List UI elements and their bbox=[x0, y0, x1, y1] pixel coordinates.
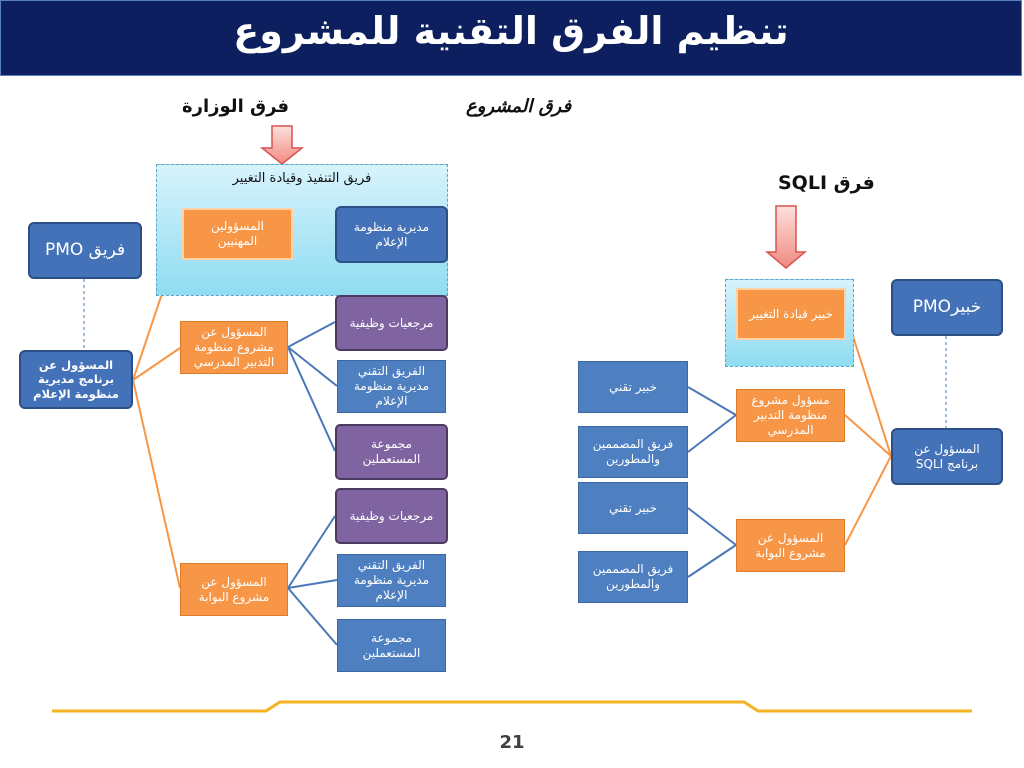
functional-references-2: مرجعيات وظيفية bbox=[335, 488, 448, 544]
tech-team-1: الفريق التقني مديرية منظومة الإعلام bbox=[337, 360, 446, 413]
sqli-project-lead-2: المسؤول عن مشروع البوابة bbox=[736, 519, 845, 572]
change-management-expert: خبير قيادة التغيير bbox=[736, 288, 846, 340]
panel-title: فريق التنفيذ وقيادة التغيير bbox=[232, 171, 372, 186]
sqli-project-lead-1: مسؤول مشروع منظومة التدبير المدرسي bbox=[736, 389, 845, 442]
ministry-program-lead: المسؤول عن برنامج مديرية منظومة الإعلام bbox=[19, 350, 133, 409]
sqli-dev-team-1: فريق المصممين والمطورين bbox=[578, 426, 688, 478]
ministry-project-lead-2: المسؤول عن مشروع البوابة bbox=[180, 563, 288, 616]
heading-project-teams: فرق المشروع bbox=[466, 96, 572, 117]
sqli-pmo-expert: خبيرPMO bbox=[891, 279, 1003, 336]
sqli-tech-expert-2: خبير تقني bbox=[578, 482, 688, 534]
heading-sqli-teams: فرق SQLI bbox=[778, 172, 875, 194]
ministry-pmo-team: فريق PMO bbox=[28, 222, 142, 279]
title-bar: تنظيم الفرق التقنية للمشروع bbox=[0, 0, 1022, 76]
functional-references-1: مرجعيات وظيفية bbox=[335, 295, 448, 351]
directorate-box: مديرية منظومة الإعلام bbox=[335, 206, 448, 263]
page-title: تنظيم الفرق التقنية للمشروع bbox=[233, 9, 789, 53]
down-arrow-sqli bbox=[764, 205, 808, 269]
tech-team-2: الفريق التقني مديرية منظومة الإعلام bbox=[337, 554, 446, 607]
ministry-project-lead-1: المسؤول عن مشروع منظومة التدبير المدرسي bbox=[180, 321, 288, 374]
user-group-2: مجموعة المستعملين bbox=[337, 619, 446, 672]
page-number: 21 bbox=[499, 732, 525, 753]
footer-line bbox=[52, 700, 972, 713]
down-arrow-ministry bbox=[259, 125, 305, 165]
sqli-dev-team-2: فريق المصممين والمطورين bbox=[578, 551, 688, 603]
heading-ministry-teams: فرق الوزارة bbox=[182, 96, 290, 117]
sqli-tech-expert-1: خبير تقني bbox=[578, 361, 688, 413]
user-group-1: مجموعة المستعملين bbox=[335, 424, 448, 480]
professionals-box: المسؤولين المهنيين bbox=[182, 208, 293, 260]
sqli-program-lead: المسؤول عن برنامج SQLI bbox=[891, 428, 1003, 485]
